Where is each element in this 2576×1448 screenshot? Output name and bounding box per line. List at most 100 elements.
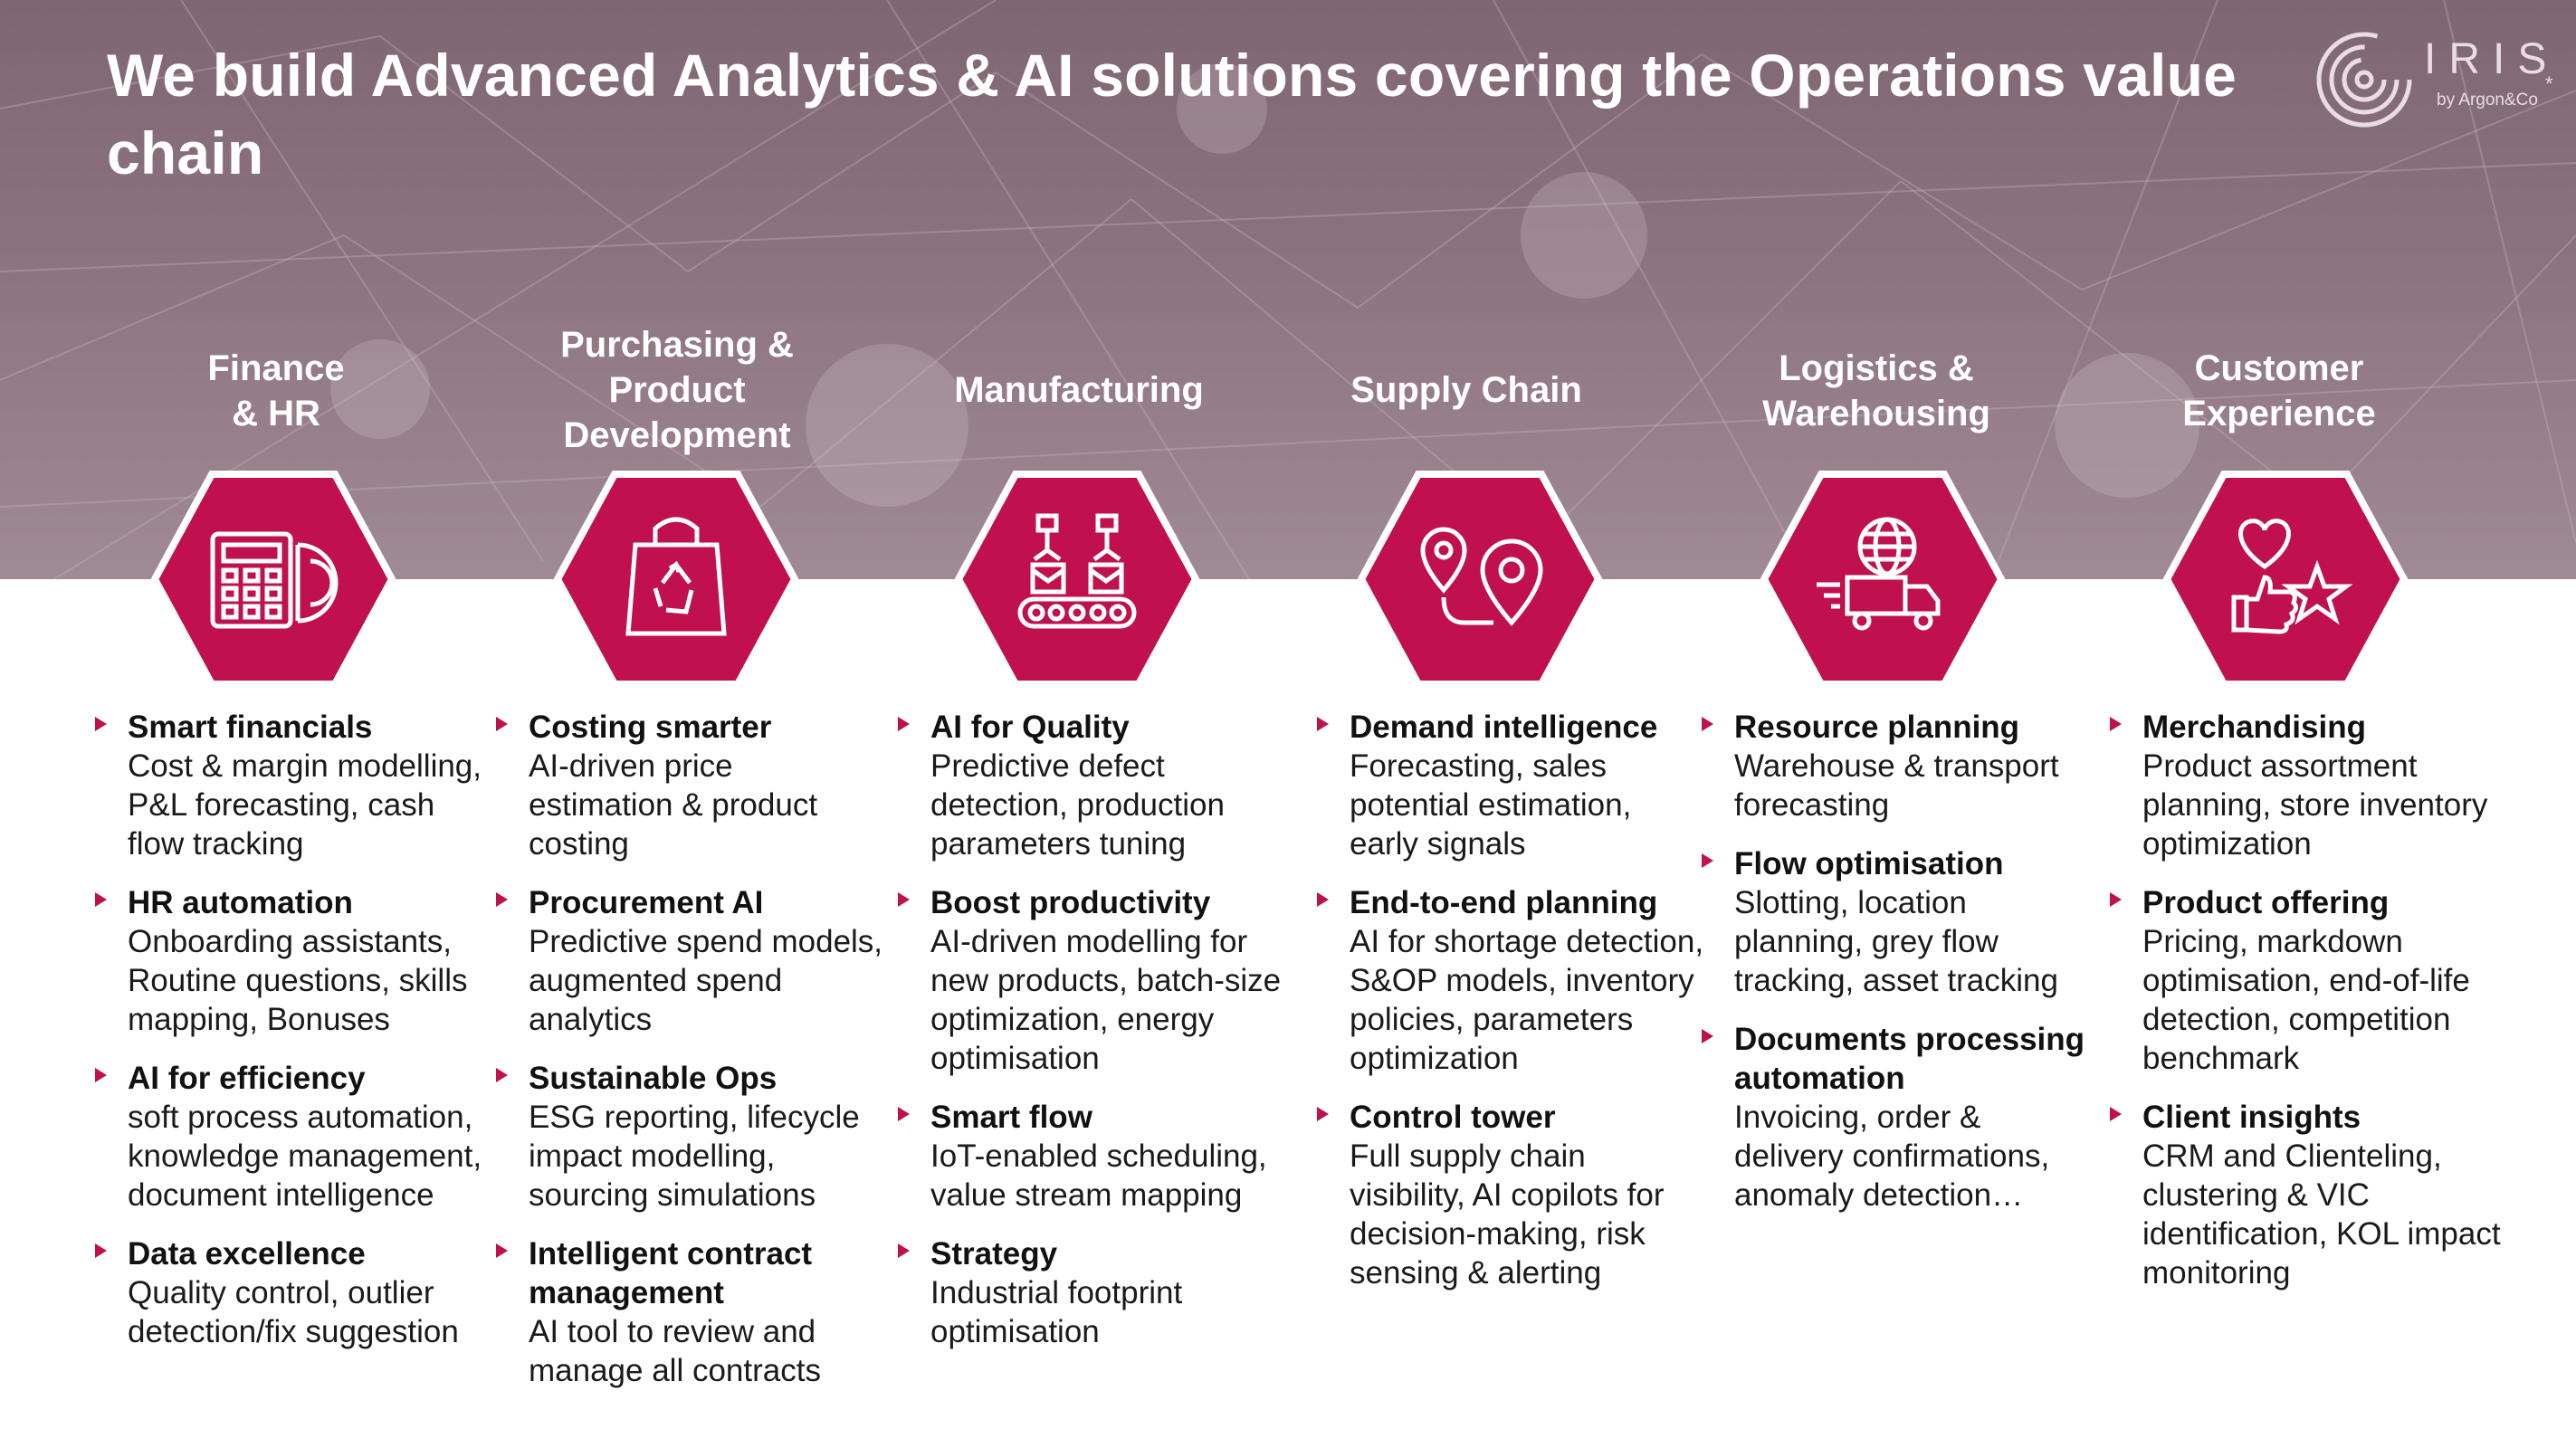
- triangle-bullet-icon: [1702, 1029, 1713, 1043]
- triangle-bullet-icon: [2110, 892, 2122, 907]
- robot-conveyor-icon: [1017, 513, 1137, 629]
- triangle-bullet-icon: [1317, 892, 1329, 907]
- column-heading-purchasing: Purchasing & Product Development: [560, 325, 794, 455]
- calculator-chart-icon: [210, 531, 339, 629]
- hexagon-customer: [2163, 471, 2408, 688]
- column-heading-logistics: Logistics & Warehousing: [1762, 348, 1990, 433]
- column-heading-supply-chain: Supply Chain: [1350, 370, 1582, 410]
- triangle-bullet-icon: [95, 717, 107, 731]
- recycle-bag-icon: [625, 517, 727, 636]
- item-title: Smart financials: [128, 710, 373, 745]
- column-heading-customer: Customer Experience: [2182, 348, 2376, 433]
- header-banner: [0, 0, 2576, 579]
- item-description: Predictive spend models, augmented spend…: [529, 924, 883, 1037]
- logo-byline: by Argon&Co: [2437, 90, 2538, 110]
- item-title: Resource planning: [1734, 710, 2020, 745]
- item-title: AI for efficiency: [128, 1061, 366, 1096]
- item-title: Boost productivity: [930, 885, 1211, 920]
- item-description: ESG reporting, lifecycle impact modellin…: [529, 1100, 860, 1213]
- item-title: Demand intelligence: [1350, 710, 1658, 745]
- triangle-bullet-icon: [496, 717, 508, 731]
- globe-truck-icon: [1817, 517, 1941, 631]
- iris-logo-mark-icon: [2316, 32, 2412, 128]
- triangle-bullet-icon: [496, 1243, 508, 1258]
- item-title: End-to-end planning: [1350, 885, 1658, 920]
- item-description: soft process automation, knowledge manag…: [128, 1100, 482, 1213]
- item-description: Slotting, location planning, grey flow t…: [1734, 885, 2058, 998]
- column-heading-manufacturing: Manufacturing: [954, 370, 1204, 410]
- triangle-bullet-icon: [1702, 717, 1713, 731]
- item-description: Warehouse & transport forecasting: [1734, 748, 2059, 823]
- item-description: AI-driven modelling for new products, ba…: [930, 924, 1282, 1076]
- hexagon-purchasing: [554, 471, 798, 688]
- item-description: AI tool to review and manage all contrac…: [529, 1314, 821, 1388]
- item-title: Data excellence: [128, 1236, 366, 1272]
- item-description: Forecasting, sales potential estimation,…: [1350, 748, 1632, 862]
- item-title: Documents processing automation: [1734, 1022, 2085, 1096]
- list-item: Procurement AI Predictive spend models, a…: [496, 883, 885, 1039]
- item-title: Control tower: [1350, 1100, 1556, 1135]
- slide-title: We build Advanced Analytics & AI solutio…: [107, 42, 2237, 186]
- item-title: HR automation: [128, 885, 353, 920]
- item-description: IoT-enabled scheduling, value stream map…: [930, 1138, 1267, 1213]
- triangle-bullet-icon: [1702, 853, 1713, 868]
- triangle-bullet-icon: [95, 892, 107, 907]
- triangle-bullet-icon: [898, 892, 910, 907]
- item-description: AI-driven price estimation & product cos…: [529, 748, 818, 862]
- logo-asterisk: *: [2545, 72, 2553, 95]
- triangle-bullet-icon: [1317, 717, 1329, 731]
- triangle-bullet-icon: [898, 1107, 910, 1121]
- hexagon-logistics: [1760, 471, 2005, 688]
- item-description: Full supply chain visibility, AI copilot…: [1350, 1138, 1665, 1291]
- item-description: Onboarding assistants, Routine questions…: [128, 924, 468, 1037]
- item-title: Procurement AI: [529, 885, 764, 920]
- heart-thumb-star-icon: [2231, 519, 2353, 634]
- triangle-bullet-icon: [898, 717, 910, 731]
- item-description: Pricing, markdown optimisation, end-of-l…: [2142, 924, 2470, 1076]
- triangle-bullet-icon: [95, 1068, 107, 1082]
- item-description: Predictive defect detection, production …: [930, 748, 1225, 862]
- triangle-bullet-icon: [95, 1243, 107, 1258]
- item-title: Intelligent contract management: [529, 1236, 813, 1310]
- item-title: Strategy: [930, 1236, 1058, 1272]
- item-title: Client insights: [2142, 1100, 2361, 1135]
- item-title: Merchandising: [2142, 710, 2366, 745]
- hexagon-supply-chain: [1358, 471, 1602, 688]
- item-description: CRM and Clienteling, clustering & VIC id…: [2142, 1138, 2501, 1291]
- triangle-bullet-icon: [496, 892, 508, 907]
- item-title: Flow optimisation: [1734, 846, 2004, 881]
- triangle-bullet-icon: [2110, 717, 2122, 731]
- item-description: Quality control, outlier detection/fix s…: [128, 1275, 459, 1349]
- triangle-bullet-icon: [898, 1243, 910, 1258]
- triangle-bullet-icon: [1317, 1107, 1329, 1121]
- network-background-pattern: [0, 0, 2576, 579]
- item-description: Invoicing, order & delivery confirmation…: [1734, 1100, 2050, 1213]
- item-title: Costing smarter: [529, 710, 772, 745]
- hexagon-manufacturing: [955, 471, 1199, 688]
- logo-wordmark: IRIS: [2424, 35, 2560, 83]
- column-heading-finance-hr: Finance & HR: [207, 348, 345, 433]
- item-title: AI for Quality: [930, 710, 1130, 745]
- item-description: Product assortment planning, store inven…: [2142, 748, 2488, 862]
